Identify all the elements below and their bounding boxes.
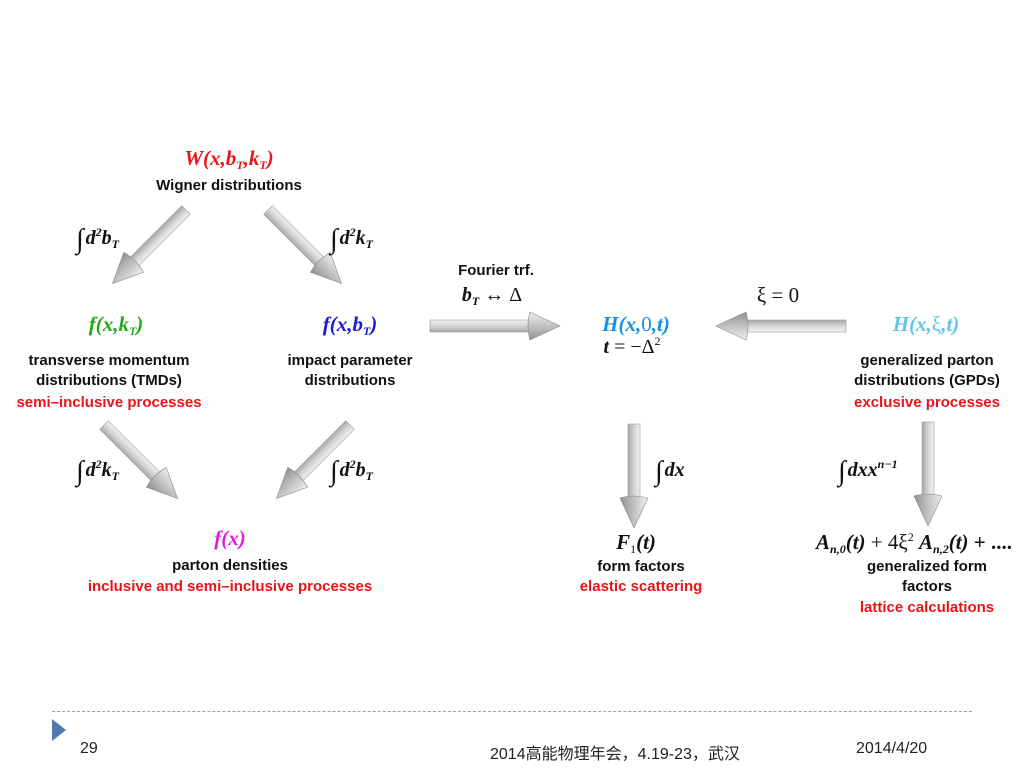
tmd-label-2: distributions (TMDs) [36, 372, 182, 389]
ipd-label-1: impact parameter [287, 352, 413, 369]
ff-label: form factors [597, 558, 685, 575]
ipd-formula: f(x,bT) [322, 312, 378, 338]
page-number: 29 [80, 740, 98, 757]
gff-label-2: factors [901, 578, 953, 595]
ff-process: elastic scattering [579, 578, 703, 595]
integral-d2bT-top: ∫d2bT [76, 224, 120, 255]
gff-label-1: generalized form [866, 558, 988, 575]
arrow-xi-zero [715, 311, 847, 341]
ipd-label-2: distributions [304, 372, 396, 389]
gpd-label-1: generalized parton [860, 352, 994, 369]
integral-d2kT-bottom: ∫d2kT [76, 456, 120, 487]
gpd-process: exclusive processes [854, 394, 1000, 411]
gff-formula: An,0(t) + 4ξ2 An,2(t) + .... [816, 530, 1012, 556]
h0-formula: H(x,0,t) [602, 312, 670, 336]
integral-d2bT-bottom: ∫d2bT [330, 456, 374, 487]
slide-bullet-icon [52, 719, 66, 741]
arrow-gpd-to-gff [913, 421, 943, 527]
pdf-formula: f(x) [214, 526, 246, 550]
pdf-label: parton densities [172, 557, 288, 574]
footer-event: 2014高能物理年会，4.19-23，武汉 [490, 746, 740, 763]
gpd-formula: H(x,ξ,t) [892, 312, 960, 336]
footer-divider [52, 711, 972, 712]
fourier-label: Fourier trf. [458, 262, 534, 279]
fourier-relation: bT ↔ Δ [461, 284, 523, 308]
wigner-formula: W(x,bT,kT) [184, 146, 274, 172]
gff-process: lattice calculations [859, 599, 995, 616]
wigner-label: Wigner distributions [156, 177, 302, 194]
integral-dxxn: ∫dxxn−1 [838, 456, 898, 487]
gpd-label-2: distributions (GPDs) [854, 372, 1000, 389]
ff-formula: F1(t) [616, 530, 656, 556]
xi-condition: ξ = 0 [756, 283, 800, 307]
arrow-h-to-ff [619, 423, 649, 529]
tmd-formula: f(x,kT) [88, 312, 144, 338]
h0-relation: t = −Δ2 [603, 334, 661, 358]
tmd-label-1: transverse momentum [28, 352, 190, 369]
integral-dx: ∫dx [655, 456, 685, 487]
pdf-process: inclusive and semi–inclusive processes [87, 578, 373, 595]
arrow-fourier [429, 311, 561, 341]
integral-d2kT-top: ∫d2kT [330, 224, 374, 255]
tmd-process: semi–inclusive processes [16, 394, 202, 411]
footer-date: 2014/4/20 [856, 740, 928, 757]
